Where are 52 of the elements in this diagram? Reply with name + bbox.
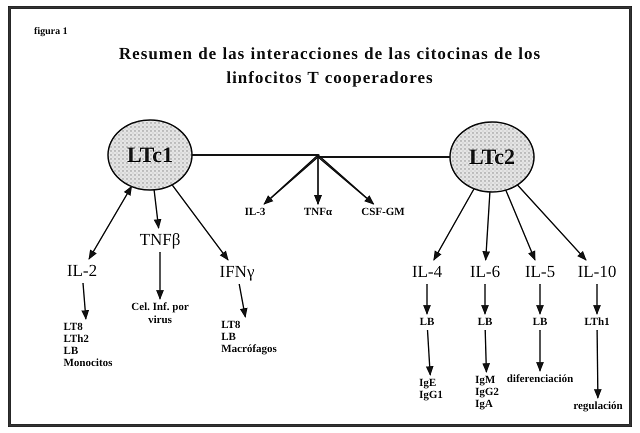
target-label: Monocitos bbox=[64, 357, 112, 369]
target-label: IgA bbox=[475, 398, 493, 410]
arrow bbox=[81, 282, 90, 320]
arrow bbox=[192, 154, 374, 205]
target-label: IgE bbox=[419, 377, 436, 389]
arrow bbox=[594, 330, 602, 399]
arrow bbox=[481, 284, 489, 315]
node-label: TNFα bbox=[304, 206, 332, 218]
arrow bbox=[156, 252, 164, 300]
cell-label: LTc2 bbox=[468, 144, 516, 170]
node-label: diferenciación bbox=[506, 373, 574, 385]
target-label: Macrófagos bbox=[221, 343, 277, 355]
arrow bbox=[516, 184, 587, 261]
diagram-title: Resumen de las interacciones de las citocinas de los linfocitos T cooperadores bbox=[118, 43, 542, 89]
node-label: CSF-GM bbox=[361, 206, 405, 218]
cytokine-label: IL-5 bbox=[524, 262, 556, 282]
target-label: LTh2 bbox=[64, 333, 89, 345]
target-label: LB bbox=[64, 345, 78, 357]
arrow bbox=[153, 190, 162, 229]
cytokine-label: IL-6 bbox=[470, 262, 500, 282]
arrow bbox=[482, 330, 490, 373]
arrow bbox=[433, 188, 475, 261]
node-label: regulación bbox=[573, 400, 623, 412]
node-label: IL-3 bbox=[244, 206, 266, 218]
node-label: LB bbox=[478, 316, 492, 328]
target-label: LT8 bbox=[221, 319, 240, 331]
target-label: IgG2 bbox=[475, 386, 499, 398]
target-label: LB bbox=[221, 331, 236, 343]
cytokine-label: TNFβ bbox=[140, 230, 180, 250]
arrow bbox=[482, 192, 491, 261]
target-label: LT8 bbox=[64, 321, 83, 333]
arrow bbox=[423, 284, 431, 315]
arrow bbox=[238, 284, 248, 318]
cytokine-label: IL-2 bbox=[66, 261, 98, 281]
arrow bbox=[172, 184, 229, 261]
arrow bbox=[536, 284, 544, 315]
target-label: IgM bbox=[475, 374, 496, 386]
arrow bbox=[426, 330, 434, 376]
cytokine-label: IL-10 bbox=[578, 262, 616, 282]
cell-label: LTc1 bbox=[126, 142, 174, 168]
node-label: LB bbox=[532, 316, 548, 328]
cytokine-label: IL-4 bbox=[412, 262, 442, 282]
figure-number: figura 1 bbox=[34, 26, 68, 37]
target-label: Cel. Inf. por virus bbox=[130, 301, 190, 327]
target-label: IgG1 bbox=[419, 389, 443, 401]
arrow bbox=[536, 330, 544, 372]
node-label: LTh1 bbox=[584, 316, 610, 328]
arrow bbox=[593, 284, 601, 315]
arrow bbox=[505, 190, 536, 261]
node-label: LB bbox=[420, 316, 434, 328]
cytokine-label: IFNγ bbox=[220, 262, 254, 282]
arrow bbox=[88, 186, 132, 260]
